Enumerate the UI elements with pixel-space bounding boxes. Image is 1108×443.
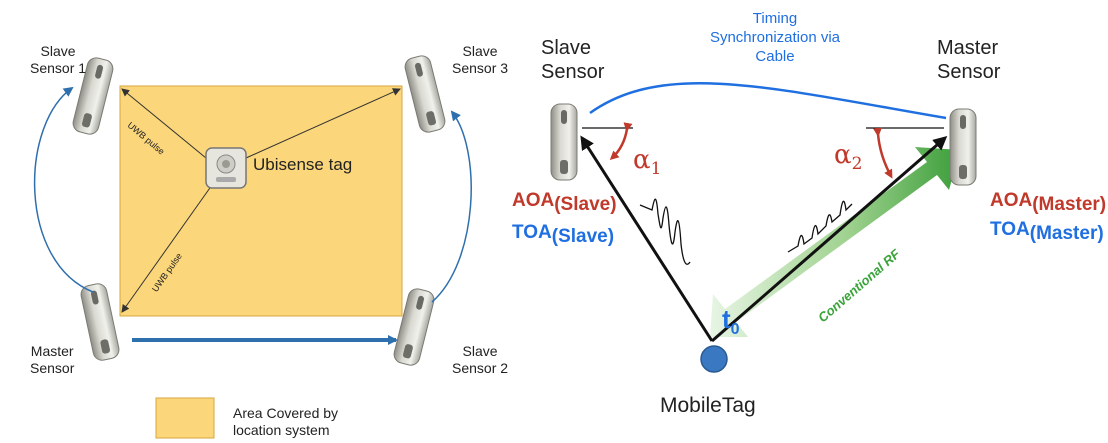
toa-slave-label: TOA(Slave) xyxy=(512,222,615,247)
pulse-waveform-slave xyxy=(639,198,691,265)
slave-direction-arrow xyxy=(580,135,714,342)
ubisense-tag-icon xyxy=(205,147,247,189)
alpha1-label: α1 xyxy=(633,145,662,179)
slave-sensor-3-icon xyxy=(402,53,448,135)
sync-cable-curve xyxy=(589,81,947,120)
alpha2-label: α2 xyxy=(834,140,863,174)
coverage-area xyxy=(119,85,403,317)
uwb-pulse-line-up xyxy=(121,88,207,159)
alpha2-arc xyxy=(872,127,893,179)
right-master-sensor-icon xyxy=(949,108,977,186)
sync-arrow-slave2-to-slave3 xyxy=(431,110,472,303)
right-slave-sensor-icon xyxy=(550,103,578,181)
aoa-master-label: AOA(Master) xyxy=(990,190,1107,215)
t0-label: t0 xyxy=(722,304,740,338)
toa-master-label: TOA(Master) xyxy=(990,219,1104,244)
master-sensor-icon xyxy=(78,281,122,363)
pulse-waveform-master xyxy=(787,200,853,253)
pulse-line-right xyxy=(245,88,401,159)
ubisense-tag-label: Ubisense tag xyxy=(253,155,353,174)
aoa-slave-label: AOA(Slave) xyxy=(512,190,617,215)
mobile-tag-label: MobileTag xyxy=(660,394,756,417)
sync-arrow-master-to-slave1 xyxy=(33,86,94,293)
mobile-tag-dot xyxy=(700,345,728,373)
alpha1-arc xyxy=(609,122,633,161)
master-direction-arrow xyxy=(711,136,948,343)
uwb-pulse-line-down xyxy=(121,184,213,313)
legend-swatch xyxy=(155,397,215,439)
